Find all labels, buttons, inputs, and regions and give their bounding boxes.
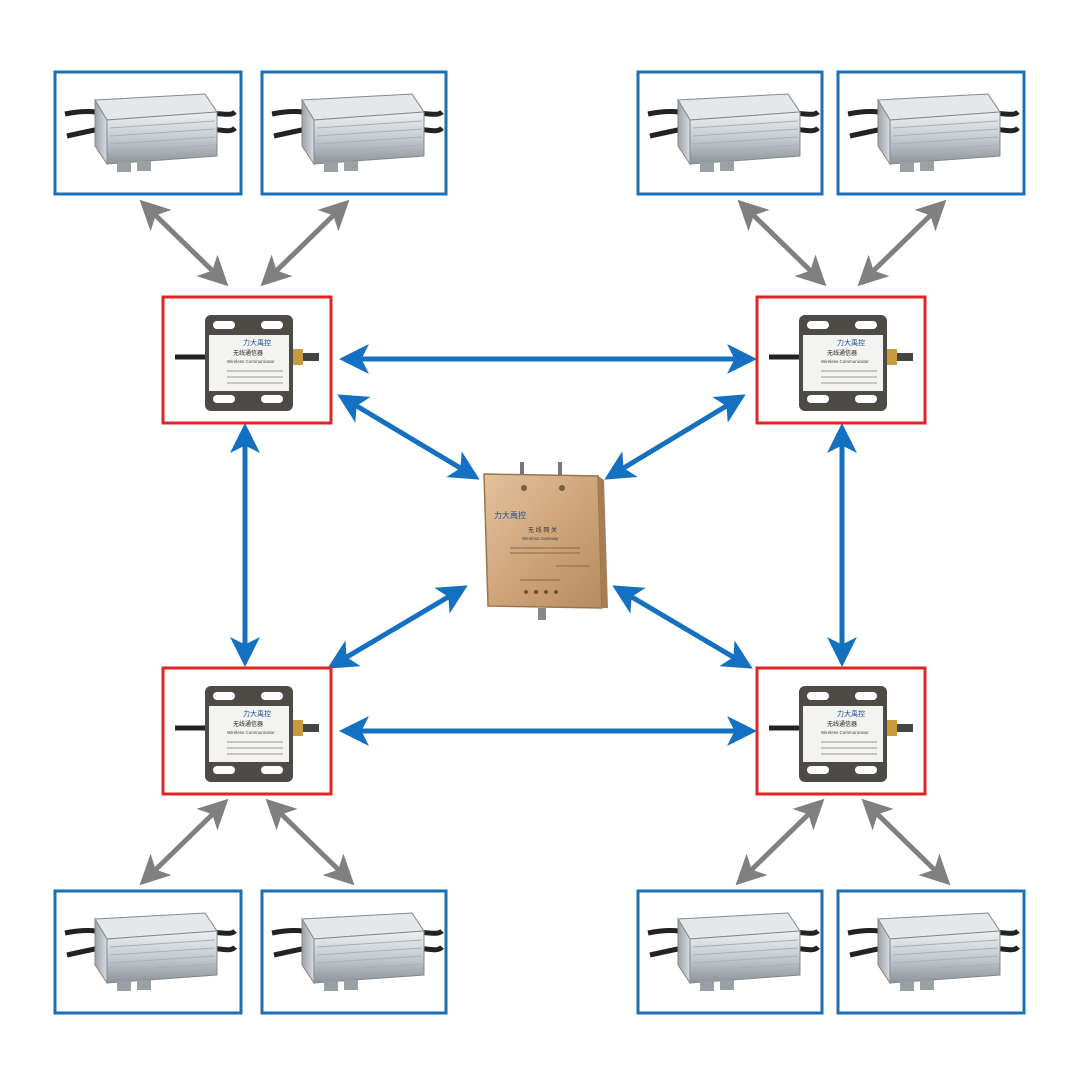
gray-link-arrow [265,798,355,886]
wireless-communicator-icon: 力大禹控 无线通信器 Wireless Communicator [769,686,913,782]
antenna-icon [558,462,562,478]
blue-link-arrow [604,394,746,480]
driver-group-bottom-left [53,889,448,1015]
driver-group-top-left [53,70,448,196]
gateway-label-en: Wireless Gateway [522,536,559,541]
gray-link-arrow [737,199,827,287]
wireless-gateway-icon: 力大禹控 无 线 网 关 Wireless Gateway [483,462,608,620]
communicator-label-en: Wireless Communicator [821,730,869,735]
led-driver-box [636,70,824,196]
communicator-top-right: 力大禹控 无线通信器 Wireless Communicator [755,295,927,425]
driver-group-top-right [636,70,1026,196]
gray-link-arrow [857,199,947,287]
communicator-bottom-right: 力大禹控 无线通信器 Wireless Communicator [755,666,927,796]
wireless-communicator-icon: 力大禹控 无线通信器 Wireless Communicator [175,315,319,411]
brand-logo-text: 力大禹控 [243,338,271,347]
wireless-communicator-icon: 力大禹控 无线通信器 Wireless Communicator [769,315,913,411]
communicator-label-cn: 无线通信器 [827,349,857,357]
blue-link-arrow [612,585,753,669]
led-driver-icon [271,912,444,991]
gray-link-arrow [735,798,825,886]
led-driver-icon [847,912,1020,991]
gateway-label-cn: 无 线 网 关 [528,526,557,534]
brand-logo-text: 力大禹控 [837,338,865,347]
communicator-top-left: 力大禹控 无线通信器 Wireless Communicator [161,295,333,425]
blue-links [230,344,857,746]
gray-link-arrow [861,798,951,886]
led-driver-box [260,70,448,196]
led-driver-icon [647,912,820,991]
wireless-gateway: 力大禹控 无 线 网 关 Wireless Gateway [483,462,608,620]
brand-logo-text: 力大禹控 [243,709,271,718]
led-driver-box [636,889,824,1015]
led-driver-box [836,70,1026,196]
led-driver-box [53,889,243,1015]
led-driver-box [260,889,448,1015]
communicator-label-cn: 无线通信器 [827,720,857,728]
led-driver-icon [647,93,820,172]
led-driver-icon [271,93,444,172]
gray-link-arrow [260,199,350,287]
led-driver-icon [64,93,237,172]
led-driver-box [836,889,1026,1015]
communicator-label-en: Wireless Communicator [227,359,275,364]
gray-link-arrow [139,798,229,886]
gray-link-arrow [139,199,229,287]
wireless-communicator-icon: 力大禹控 无线通信器 Wireless Communicator [175,686,319,782]
led-driver-box [53,70,243,196]
blue-link-arrow [337,394,480,480]
led-driver-icon [847,93,1020,172]
communicator-label-en: Wireless Communicator [821,359,869,364]
communicator-bottom-left: 力大禹控 无线通信器 Wireless Communicator [161,666,333,796]
driver-group-bottom-right [636,889,1026,1015]
blue-link-arrow [327,585,468,669]
communicator-label-cn: 无线通信器 [233,720,263,728]
led-driver-icon [64,912,237,991]
gateway-brand-logo: 力大禹控 [494,510,526,520]
communicator-label-en: Wireless Communicator [227,730,275,735]
communicator-label-cn: 无线通信器 [233,349,263,357]
antenna-icon [520,462,524,478]
gray-links [139,199,951,886]
brand-logo-text: 力大禹控 [837,709,865,718]
